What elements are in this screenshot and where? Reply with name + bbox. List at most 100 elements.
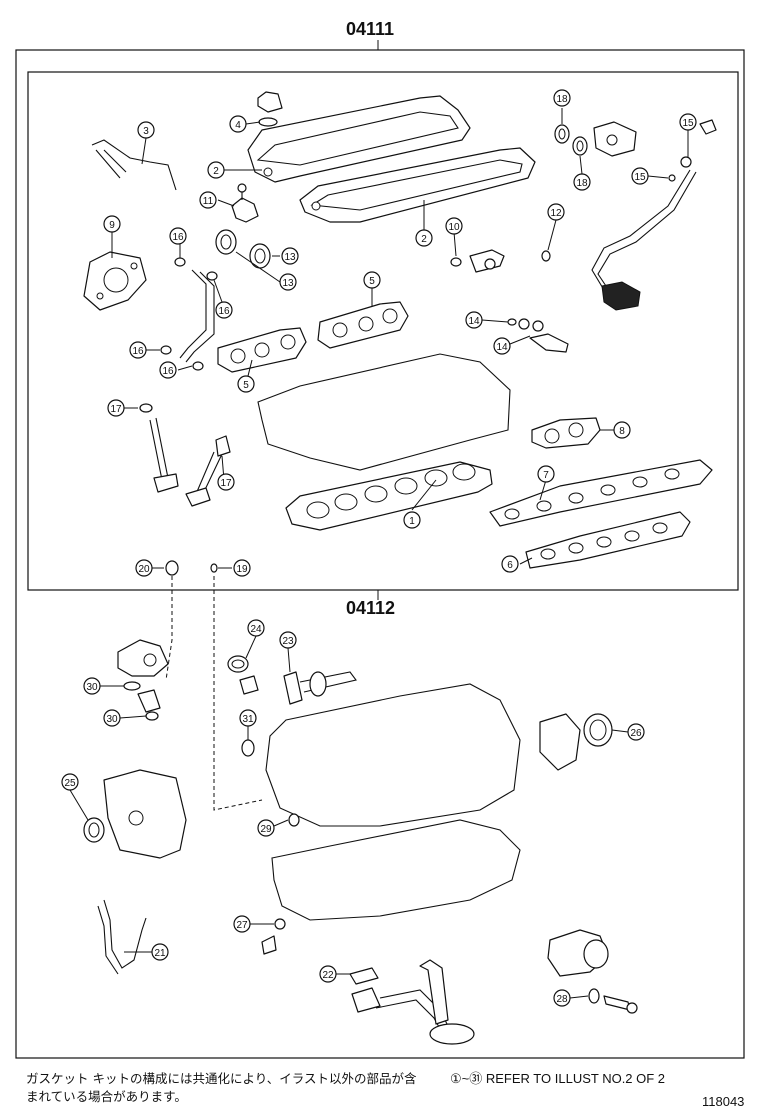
callout-30: 30: [83, 677, 101, 695]
kit-code-upper: 04111: [346, 19, 394, 39]
svg-text:27: 27: [236, 920, 248, 931]
callout-29: 29: [257, 819, 275, 837]
svg-text:1: 1: [409, 516, 415, 527]
egr-pipe: [591, 119, 717, 311]
svg-text:16: 16: [132, 346, 144, 357]
water-pipe-elbow: [547, 929, 638, 1014]
cylinder-block-outline: [265, 683, 521, 827]
water-bypass-pipe: [160, 257, 218, 371]
svg-text:18: 18: [576, 178, 588, 189]
dashed-link-19: [213, 576, 263, 811]
callout-12: 12: [547, 203, 565, 221]
head-cover-gasket-upper: [247, 95, 471, 183]
callout-31: 31: [239, 709, 257, 727]
wire-part-3: [91, 139, 177, 191]
timing-cover-front-seal: [83, 769, 187, 859]
callout-6: 6: [501, 555, 519, 573]
callout-15: 15: [679, 113, 697, 131]
svg-text:14: 14: [468, 316, 480, 327]
callout-4: 4: [229, 115, 247, 133]
callout-26: 26: [627, 723, 645, 741]
svg-text:15: 15: [634, 172, 646, 183]
callout-16: 16: [215, 301, 233, 319]
callout-1: 1: [403, 511, 421, 529]
svg-text:29: 29: [260, 824, 272, 835]
callout-10: 10: [445, 217, 463, 235]
callout-14: 14: [465, 311, 483, 329]
callout-17: 17: [217, 473, 235, 491]
throttle-body-gasket: [531, 417, 601, 449]
callout-19: 19: [233, 559, 251, 577]
outer-kit-frame: [15, 49, 745, 1059]
reference-range: ①~㉛: [450, 1071, 483, 1086]
water-inlet-housing: [117, 639, 169, 721]
callout-24: 24: [247, 619, 265, 637]
svg-text:17: 17: [110, 404, 122, 415]
rear-oil-seal: [539, 713, 613, 771]
svg-text:16: 16: [172, 232, 184, 243]
callout-30: 30: [103, 709, 121, 727]
svg-text:23: 23: [282, 636, 294, 647]
callout-13: 13: [279, 273, 297, 291]
svg-text:26: 26: [630, 728, 642, 739]
injector-parts: [450, 249, 505, 273]
callout-23: 23: [279, 631, 297, 649]
callout-20: 20: [135, 559, 153, 577]
svg-text:2: 2: [213, 166, 219, 177]
callout-9: 9: [103, 215, 121, 233]
oring-31: [241, 739, 255, 757]
exhaust-manifold-gasket-right: [317, 301, 409, 349]
svg-text:5: 5: [243, 380, 249, 391]
callout-14: 14: [493, 337, 511, 355]
svg-text:21: 21: [154, 948, 166, 959]
callout-17: 17: [107, 399, 125, 417]
svg-text:15: 15: [682, 118, 694, 129]
oring-29: [288, 813, 300, 827]
callout-15: 15: [631, 167, 649, 185]
svg-text:9: 9: [109, 220, 115, 231]
intake-manifold-gasket-6: [525, 511, 691, 569]
callout-22: 22: [319, 965, 337, 983]
callout-16: 16: [159, 361, 177, 379]
svg-text:16: 16: [218, 306, 230, 317]
kit-code-lower: 04112: [346, 598, 395, 618]
oil-pan-outline: [271, 819, 521, 921]
head-cover-gasket-lower: [299, 147, 536, 223]
callout-16: 16: [169, 227, 187, 245]
callout-2: 2: [207, 161, 225, 179]
dashed-link-20: [165, 576, 173, 681]
svg-text:14: 14: [496, 342, 508, 353]
exhaust-manifold-gasket-left: [217, 327, 307, 373]
callout-25: 25: [61, 773, 79, 791]
callout-2: 2: [415, 229, 433, 247]
oil-strainer: [349, 959, 475, 1045]
svg-text:25: 25: [64, 778, 76, 789]
intake-manifold-gasket-7: [489, 459, 713, 527]
callout-8: 8: [613, 421, 631, 439]
svg-text:19: 19: [236, 564, 248, 575]
svg-text:2: 2: [421, 234, 427, 245]
callout-18: 18: [553, 89, 571, 107]
drain-plug-27: [261, 918, 286, 955]
svg-text:12: 12: [550, 208, 562, 219]
cam-oil-seals: [215, 229, 271, 269]
callout-3: 3: [137, 121, 155, 139]
lower-leader-lines: [69, 635, 629, 999]
svg-text:13: 13: [282, 278, 294, 289]
callout-5: 5: [363, 271, 381, 289]
oil-filler-cap: [257, 91, 283, 127]
svg-text:7: 7: [543, 470, 549, 481]
svg-text:20: 20: [138, 564, 150, 575]
svg-text:30: 30: [106, 714, 118, 725]
oring-19: [210, 563, 218, 573]
cylinder-head-outline: [257, 353, 511, 471]
seals-18: [554, 121, 637, 157]
drawing-number: 118043: [702, 1094, 745, 1109]
svg-text:31: 31: [242, 714, 254, 725]
callout-11: 11: [199, 191, 217, 209]
callout-28: 28: [553, 989, 571, 1007]
svg-text:28: 28: [556, 994, 568, 1005]
upper-kit-frame: [27, 71, 739, 591]
water-outlet-flange: [83, 251, 147, 311]
